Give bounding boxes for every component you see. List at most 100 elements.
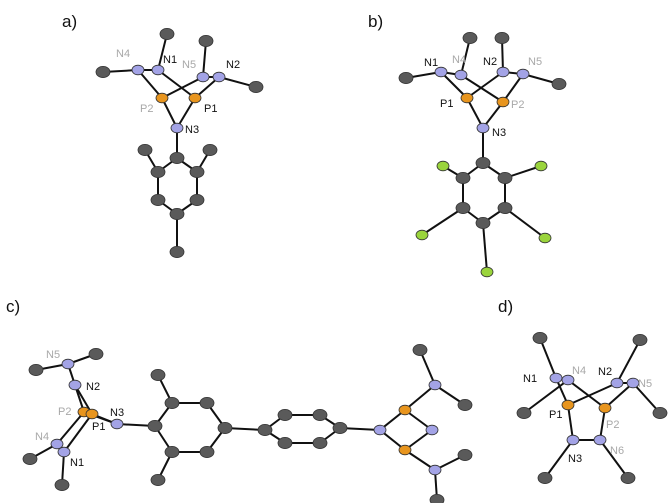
carbon-atom <box>475 156 491 169</box>
atom-label: N6 <box>610 445 624 457</box>
bond <box>599 439 629 479</box>
nitrogen-atom <box>428 379 442 391</box>
carbon-atom <box>652 406 668 419</box>
carbon-atom <box>169 207 185 220</box>
atom-label: N5 <box>46 349 60 361</box>
carbon-atom <box>551 78 567 91</box>
bond <box>157 33 168 71</box>
atom-label: N4 <box>116 48 130 60</box>
nitrogen-atom <box>196 71 210 83</box>
carbon-atom <box>28 363 44 376</box>
atom-label: N2 <box>226 59 240 71</box>
bond <box>567 382 618 406</box>
bond <box>604 382 634 409</box>
carbon-atom <box>248 81 264 94</box>
atom-label: N2 <box>483 56 497 68</box>
atom-label: N1 <box>523 373 537 385</box>
nitrogen-atom <box>131 64 145 76</box>
carbon-atom <box>516 406 532 419</box>
atom-label: P1 <box>440 98 453 110</box>
bond <box>502 73 524 103</box>
nitrogen-atom <box>57 446 71 458</box>
nitrogen-atom <box>50 438 64 450</box>
phosphorus-atom <box>85 408 99 420</box>
carbon-atom <box>312 408 328 421</box>
atom-label: N2 <box>598 366 612 378</box>
bond <box>56 411 85 445</box>
phosphorus-atom <box>155 92 169 104</box>
carbon-atom <box>147 419 163 432</box>
carbon-atom <box>199 445 215 458</box>
bond <box>523 379 569 414</box>
atom-label: P1 <box>549 409 562 421</box>
carbon-atom <box>150 368 166 381</box>
carbon-atom <box>312 436 328 449</box>
carbon-atom <box>277 408 293 421</box>
phosphorus-atom <box>460 92 474 104</box>
carbon-atom <box>217 421 233 434</box>
nitrogen-atom <box>476 122 490 134</box>
atom-label: N3 <box>568 453 582 465</box>
bond <box>632 382 661 414</box>
nitrogen-atom <box>68 379 82 391</box>
atom-label: N4 <box>35 431 49 443</box>
bond <box>539 337 557 379</box>
bond <box>504 207 546 239</box>
nitrogen-atom <box>496 66 510 78</box>
bond <box>460 37 471 76</box>
bond <box>161 97 178 129</box>
carbon-atom <box>189 165 205 178</box>
atom-label: N3 <box>492 127 506 139</box>
atom-label: P1 <box>92 421 105 433</box>
carbon-atom <box>150 165 166 178</box>
carbon-atom <box>412 343 428 356</box>
phosphorus-atom <box>398 444 412 456</box>
nitrogen-atom <box>428 464 442 476</box>
nitrogen-atom <box>61 358 75 370</box>
bond <box>63 413 93 453</box>
bond <box>161 76 204 99</box>
atom-label: N4 <box>452 54 466 66</box>
carbon-atom <box>198 35 214 48</box>
fluorine-atom <box>534 160 548 172</box>
carbon-atom <box>257 423 273 436</box>
atom-label: N3 <box>185 124 199 136</box>
bond <box>202 40 207 78</box>
carbon-atom <box>22 452 38 465</box>
carbon-atom <box>164 396 180 409</box>
nitrogen-atom <box>434 66 448 78</box>
nitrogen-atom <box>373 424 387 436</box>
atom-label: P2 <box>606 419 619 431</box>
phosphorus-atom <box>188 92 202 104</box>
carbon-atom <box>54 478 70 491</box>
bond <box>567 379 606 409</box>
atom-label: N4 <box>572 365 586 377</box>
atom-label: N1 <box>70 457 84 469</box>
carbon-atom <box>632 333 648 346</box>
fluorine-atom <box>538 232 552 244</box>
carbon-atom <box>398 72 414 85</box>
bond <box>404 384 436 411</box>
carbon-atom <box>150 193 166 206</box>
bond <box>466 71 504 99</box>
nitrogen-atom <box>516 68 530 80</box>
atom-label: N5 <box>528 56 542 68</box>
carbon-atom <box>457 398 473 411</box>
carbon-atom <box>150 473 166 486</box>
nitrogen-atom <box>110 418 124 430</box>
atoms <box>22 27 668 503</box>
atom-label: P2 <box>140 103 153 115</box>
fluorine-atom <box>415 229 429 241</box>
atom-label: N2 <box>86 381 100 393</box>
carbon-atom <box>164 445 180 458</box>
bond <box>616 339 641 384</box>
phosphorus-atom <box>496 96 510 108</box>
bond <box>440 71 468 99</box>
carbon-atom <box>537 471 553 484</box>
carbon-atom <box>497 201 513 214</box>
carbon-atom <box>169 245 185 258</box>
carbon-atom <box>199 396 215 409</box>
carbon-atom <box>202 143 218 156</box>
nitrogen-atom <box>170 122 184 134</box>
